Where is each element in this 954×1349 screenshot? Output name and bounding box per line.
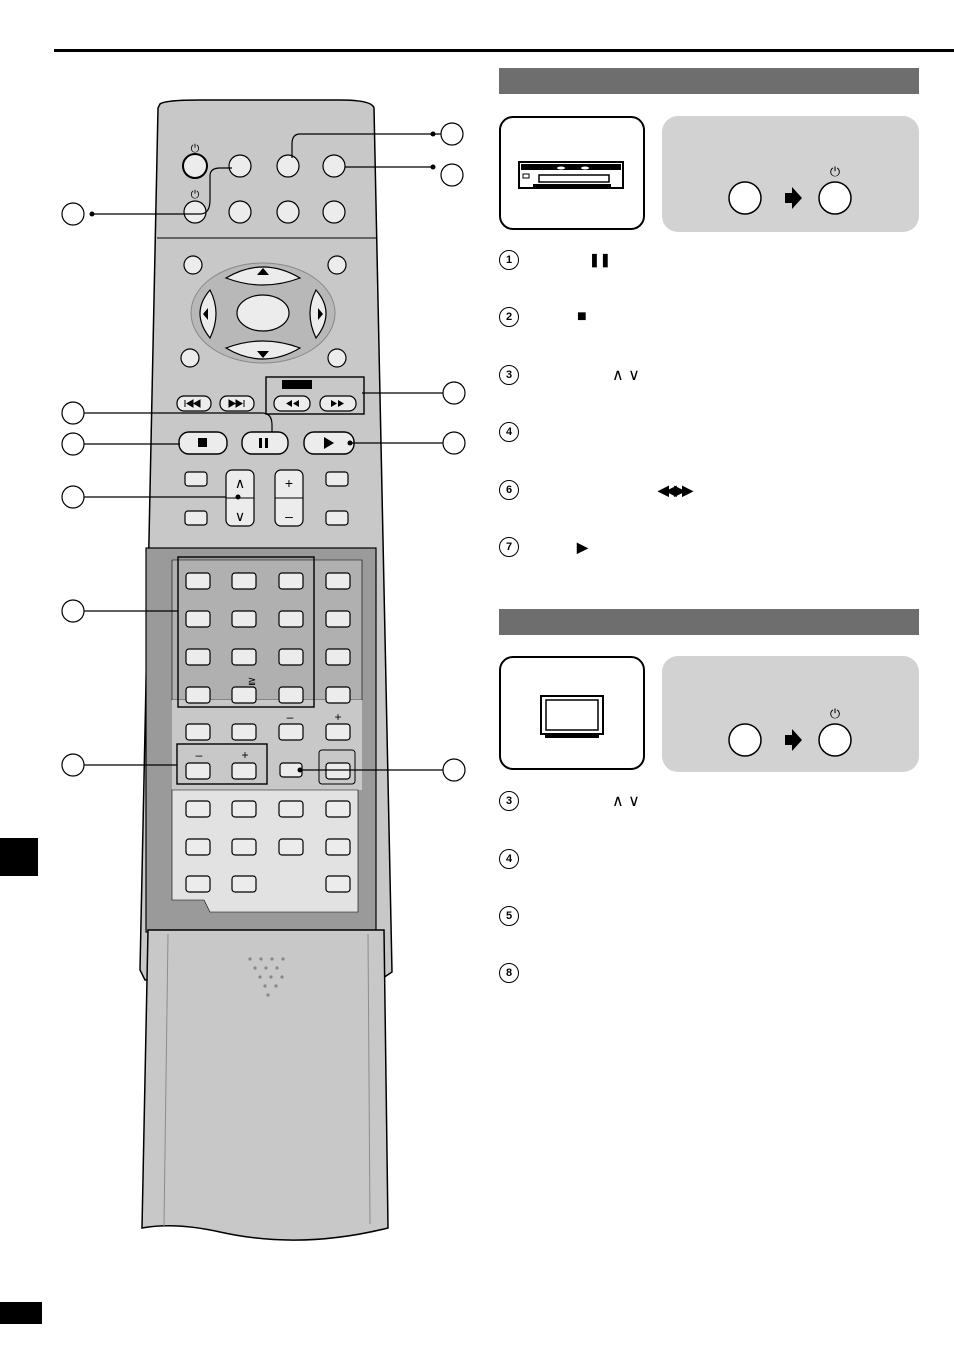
tv-step-8: 8 — [499, 962, 519, 984]
tv-step-3: 3∧ ∨ — [499, 790, 640, 812]
power-symbol-1: ⏻ — [191, 143, 200, 155]
sequence-power-button — [818, 723, 852, 757]
nav-up-button — [224, 266, 302, 286]
rewind-icon — [286, 400, 299, 407]
up-down-symbol: ∧ ∨ — [612, 793, 640, 810]
stop-icon — [198, 438, 207, 447]
callout-top-2 — [440, 163, 464, 187]
small-button-b — [184, 510, 208, 526]
up-down-symbol: ∧ ∨ — [612, 367, 640, 384]
source-button-5 — [276, 200, 300, 224]
corner-button-bl — [180, 348, 200, 368]
vcr-step-6: 6◀◀ ▶▶ — [499, 479, 693, 501]
nav-down-button — [224, 340, 302, 360]
numeric-keypad-frame — [177, 556, 315, 708]
source-button-2 — [276, 154, 300, 178]
pause-symbol: ❚❚ — [589, 252, 611, 267]
nav-enter-button — [236, 294, 290, 332]
tv-step-5: 5 — [499, 905, 519, 927]
corner-button-tr — [327, 255, 347, 275]
vcr-step-7: 7▶ — [499, 536, 588, 558]
channel-up-label: ∧ — [235, 475, 245, 491]
vcr-step-1: 1❚❚ — [499, 249, 611, 271]
volume-up-label: + — [285, 475, 293, 491]
callout-top-1 — [440, 122, 464, 146]
channel-down-label: ∨ — [235, 508, 245, 524]
skip-back-icon — [184, 399, 201, 408]
small-button-c — [325, 471, 349, 487]
vol-plus-label: + — [241, 748, 248, 762]
slide-cover — [141, 929, 389, 1241]
source-button-6 — [322, 200, 346, 224]
callout-volume — [61, 753, 85, 777]
sequence-button-1 — [728, 181, 762, 215]
volume-down-label: – — [285, 508, 293, 524]
speaker-grille — [248, 957, 285, 997]
sequence-power-button — [818, 181, 852, 215]
top-rule — [54, 49, 954, 52]
source-button-4 — [228, 200, 252, 224]
callout-play — [442, 431, 466, 455]
power-button-sub[interactable] — [183, 200, 207, 224]
section-tab — [0, 838, 38, 876]
tv-step-4: 4 — [499, 848, 519, 870]
vcr-step-2: 2■ — [499, 306, 587, 328]
callout-channel — [61, 485, 85, 509]
callout-tv — [442, 758, 466, 782]
corner-button-tl — [183, 255, 203, 275]
lower-keypad-bg — [171, 789, 359, 913]
vol-plus-button — [231, 762, 257, 780]
ge-mark: ≧ — [248, 676, 256, 687]
arrow-right-icon — [785, 729, 802, 751]
skip-forward-icon — [228, 399, 245, 408]
power-symbol-seq: ⏻ — [830, 706, 840, 721]
power-button-main[interactable] — [182, 153, 208, 179]
play-symbol: ▶ — [577, 538, 588, 555]
vcr-power-sequence: ⏻ — [662, 116, 919, 232]
vcr-device-box — [499, 116, 645, 230]
fast-forward-icon — [331, 400, 344, 407]
minus-label: – — [287, 710, 294, 724]
callout-search — [442, 381, 466, 405]
vcr-icon — [518, 161, 624, 189]
small-button-a — [184, 471, 208, 487]
volume-pair-frame — [176, 743, 268, 785]
pause-icon — [259, 438, 268, 448]
vcr-step-3: 3∧ ∨ — [499, 364, 640, 386]
small-button-d — [325, 510, 349, 526]
power-symbol-seq: ⏻ — [830, 164, 840, 179]
callout-stop — [61, 432, 85, 456]
stop-symbol: ■ — [577, 308, 587, 325]
callout-keypad — [61, 599, 85, 623]
plus-label: + — [334, 710, 341, 724]
power-symbol-2: ⏻ — [191, 189, 200, 201]
vcr-step-4: 4 — [499, 421, 519, 443]
tv-power-sequence: ⏻ — [662, 656, 919, 772]
vol-minus-label: – — [196, 748, 203, 762]
callout-power — [61, 202, 85, 226]
vol-minus-button — [185, 762, 211, 780]
tv-power-button — [325, 762, 351, 780]
play-icon — [324, 437, 334, 449]
source-button-1 — [228, 154, 252, 178]
page-tab — [0, 1302, 42, 1324]
section-bar-tv — [499, 609, 919, 635]
remote-illustration: ⏻ ⏻ ∧ ∨ + — [61, 99, 466, 1241]
arrow-right-icon — [785, 187, 802, 209]
sequence-button-1 — [728, 723, 762, 757]
corner-button-br — [327, 348, 347, 368]
section-bar-vcr — [499, 68, 919, 94]
tv-icon — [540, 695, 604, 738]
rewind-ff-symbol: ◀◀ ▶▶ — [658, 481, 693, 498]
callout-pause — [61, 401, 85, 425]
tv-device-box — [499, 656, 645, 770]
source-button-3 — [322, 154, 346, 178]
